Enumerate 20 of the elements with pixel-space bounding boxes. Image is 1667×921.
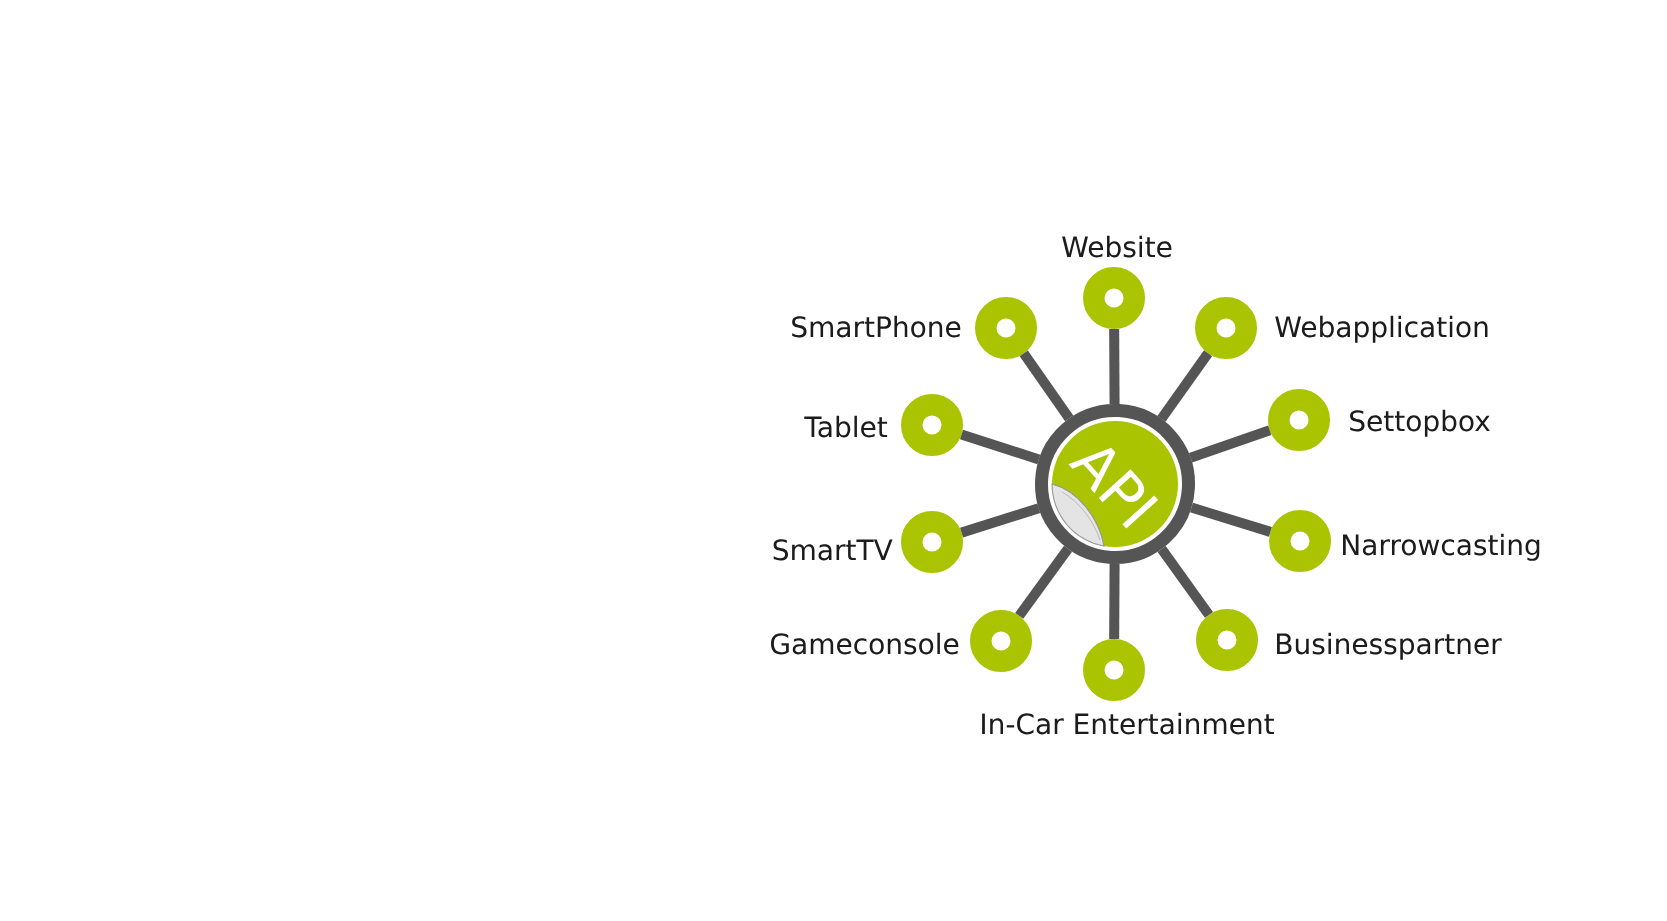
connector-line [960,429,1041,465]
connector-line [1157,546,1213,618]
node-label: Settopbox [1350,409,1490,437]
connector-line [1188,425,1272,463]
connector-line [1109,563,1120,640]
connector-line [1109,329,1120,405]
node-label: Tablet [804,415,888,438]
node-label: Webapplication [1275,315,1488,343]
node-label: Website [1062,235,1172,258]
node-label: SmartPhone [792,315,961,338]
node-label: In-Car Entertainment [982,712,1274,735]
node-label: Narrowcasting [1343,533,1540,561]
connector-line [960,503,1041,538]
connector-line [1190,502,1272,537]
node-label: SmartTV [773,539,893,561]
connector-line [1157,350,1213,422]
connector-line [1015,545,1073,619]
connector-line [1019,350,1074,422]
node-label: Gameconsole [770,632,959,655]
node-label: Businesspartner [1277,632,1502,660]
